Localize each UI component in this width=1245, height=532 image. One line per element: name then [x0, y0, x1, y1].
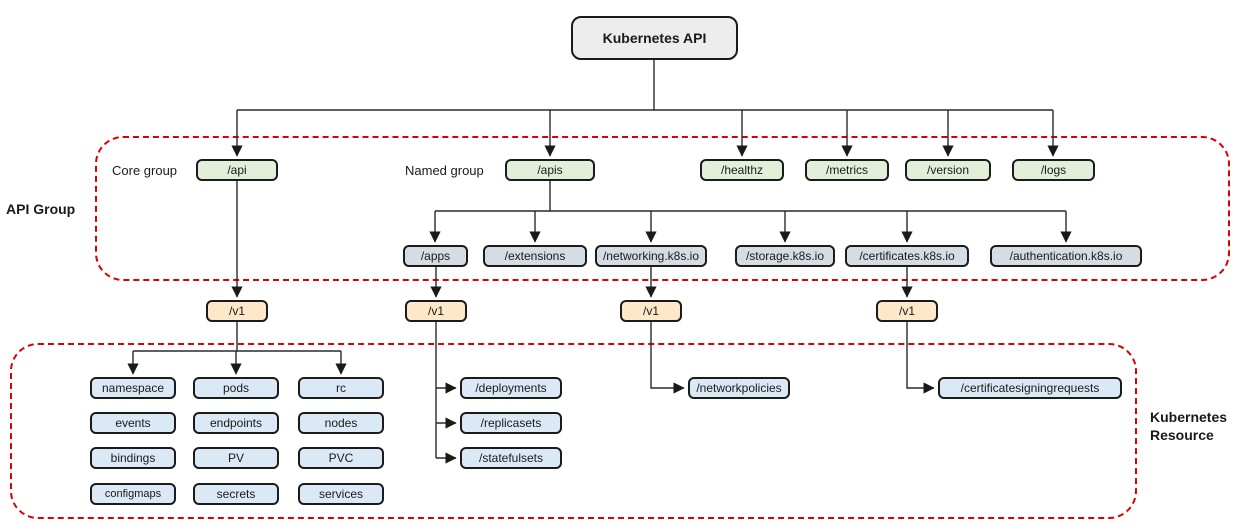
node-resource-deployments: /deployments — [460, 377, 562, 399]
node-resource-endpoints: endpoints — [193, 412, 279, 434]
node-version: /version — [905, 159, 991, 181]
node-v1-certificates: /v1 — [876, 300, 938, 322]
node-resource-services: services — [298, 483, 384, 505]
node-resource-pvc: PVC — [298, 447, 384, 469]
node-resource-namespace: namespace — [90, 377, 176, 399]
node-storage-k8s-io: /storage.k8s.io — [735, 245, 835, 267]
named-group-label: Named group — [405, 163, 484, 178]
node-kubernetes-api: Kubernetes API — [571, 16, 738, 60]
node-resource-bindings: bindings — [90, 447, 176, 469]
node-resource-replicasets: /replicasets — [460, 412, 562, 434]
node-resource-secrets: secrets — [193, 483, 279, 505]
node-certificates-k8s-io: /certificates.k8s.io — [845, 245, 969, 267]
node-apis: /apis — [505, 159, 595, 181]
node-resource-certificatesigningrequests: /certificatesigningrequests — [938, 377, 1122, 399]
node-resource-configmaps: configmaps — [90, 483, 176, 505]
kubernetes-resource-label: Kubernetes Resource — [1150, 409, 1228, 443]
node-v1-apps: /v1 — [405, 300, 467, 322]
node-healthz: /healthz — [700, 159, 784, 181]
node-resource-rc: rc — [298, 377, 384, 399]
node-v1-networking: /v1 — [620, 300, 682, 322]
node-resource-events: events — [90, 412, 176, 434]
api-group-region — [95, 136, 1230, 281]
node-authentication-k8s-io: /authentication.k8s.io — [990, 245, 1142, 267]
node-networking-k8s-io: /networking.k8s.io — [595, 245, 707, 267]
node-api: /api — [196, 159, 278, 181]
kubernetes-resource-region — [10, 343, 1137, 519]
core-group-label: Core group — [112, 163, 178, 178]
node-resource-pods: pods — [193, 377, 279, 399]
node-resource-pv: PV — [193, 447, 279, 469]
node-apps: /apps — [403, 245, 468, 267]
api-group-label: API Group — [6, 201, 76, 217]
node-extensions: /extensions — [483, 245, 587, 267]
node-v1-core: /v1 — [206, 300, 268, 322]
node-metrics: /metrics — [805, 159, 889, 181]
node-resource-networkpolicies: /networkpolicies — [688, 377, 790, 399]
node-resource-statefulsets: /statefulsets — [460, 447, 562, 469]
node-logs: /logs — [1012, 159, 1095, 181]
node-resource-nodes: nodes — [298, 412, 384, 434]
